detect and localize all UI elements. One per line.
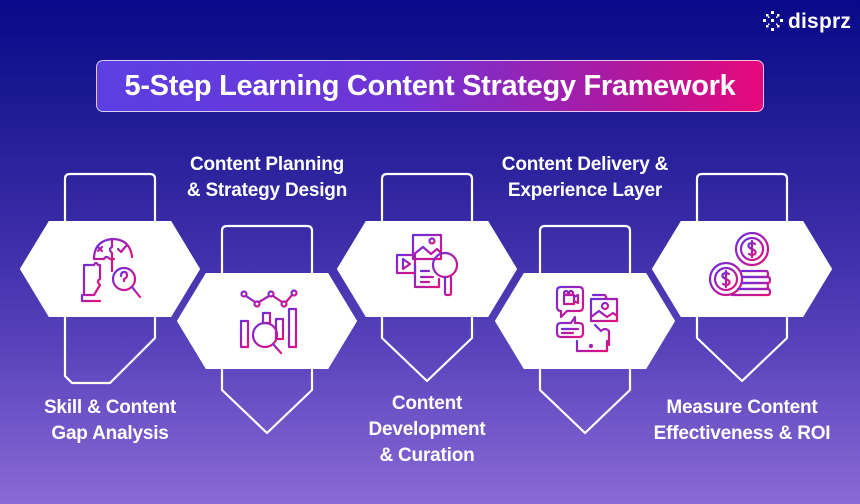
step-outline-arrow	[538, 224, 632, 435]
chart-analytics-magnifier-icon	[239, 289, 298, 355]
step-hexagon	[652, 221, 832, 317]
step-3: Content Development & Curation	[337, 172, 517, 473]
step-label-line: Gap Analysis	[51, 423, 169, 444]
step-hexagon	[495, 273, 675, 369]
step-2: Content Planning & Strategy Design	[177, 154, 357, 440]
title-banner: 5-Step Learning Content Strategy Framewo…	[96, 60, 764, 112]
step-outline-arrow	[695, 172, 789, 383]
step-label: Measure Content Effectiveness & ROI	[632, 395, 852, 447]
chat-media-hand-device-icon	[555, 285, 619, 353]
step-label: Content Development & Curation	[317, 391, 537, 469]
step-1: Skill & Content Gap Analysis	[20, 172, 200, 473]
media-documents-magnifier-icon	[395, 233, 459, 297]
step-label-line: & Curation	[379, 445, 475, 466]
step-label-line: Effectiveness & ROI	[653, 423, 831, 444]
step-4: Content Delivery & Experience Layer	[495, 154, 675, 440]
brand-logo: disprz	[762, 10, 851, 32]
step-label-line: Content	[391, 393, 463, 414]
step-5: Measure Content Effectiveness & ROI	[652, 172, 832, 473]
step-label-line: Content Delivery &	[501, 154, 669, 175]
step-label: Content Planning & Strategy Design	[157, 152, 377, 204]
step-outline-arrow	[63, 172, 157, 385]
dollar-coins-stack-icon	[708, 231, 772, 297]
step-outline-arrow	[220, 224, 314, 435]
step-hexagon	[337, 221, 517, 317]
dotted-grid-logo-icon	[763, 11, 783, 31]
step-outline-arrow	[380, 172, 474, 383]
step-label-line: Skill & Content	[43, 397, 177, 418]
logo-wordmark: disprz	[788, 9, 852, 33]
step-label-line: Measure Content	[666, 397, 818, 418]
step-label-line: Experience Layer	[507, 180, 663, 201]
step-label: Skill & Content Gap Analysis	[0, 395, 220, 447]
step-label-line: & Strategy Design	[186, 180, 348, 201]
page-title: 5-Step Learning Content Strategy Framewo…	[124, 69, 736, 102]
step-label-line: Content Planning	[189, 154, 345, 175]
step-label: Content Delivery & Experience Layer	[475, 152, 695, 204]
step-label-line: Development	[368, 419, 486, 440]
step-hexagon	[177, 273, 357, 369]
step-hexagon	[20, 221, 200, 317]
puzzle-brain-magnifier-icon	[80, 237, 142, 303]
